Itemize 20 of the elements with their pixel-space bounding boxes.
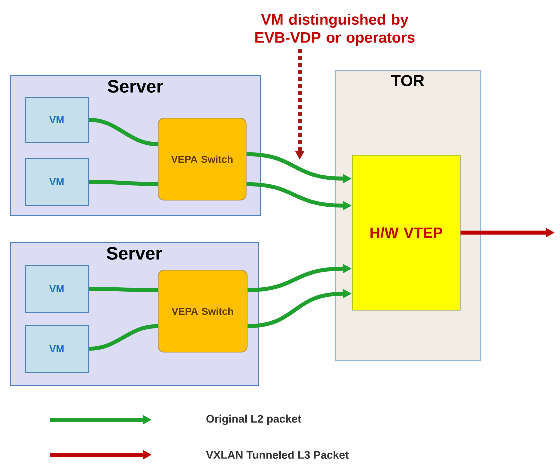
box-label: Server xyxy=(108,80,164,93)
legend-label: Original L2 packet xyxy=(206,414,302,426)
box-label: VM xyxy=(50,116,64,124)
vm-box xyxy=(25,158,89,206)
box-label: VM xyxy=(50,286,64,292)
box-label: Server xyxy=(107,247,162,260)
annotation-text: VM distinguished by EVB-VDP or operators xyxy=(256,14,415,46)
vm-box xyxy=(25,265,89,313)
switch-box xyxy=(158,270,248,353)
vtep-box xyxy=(352,155,461,311)
box-label: VM xyxy=(50,346,64,352)
box-label: VM xyxy=(50,178,64,186)
legend-label: VXLAN Tunneled L3 Packet xyxy=(206,450,349,460)
switch-box xyxy=(158,118,247,201)
box-label: TOR xyxy=(391,75,424,87)
box-label: VEPA Switch xyxy=(171,156,233,164)
box-label: VEPA Switch xyxy=(172,308,234,316)
vm-box xyxy=(25,97,89,143)
box-label: H/W VTEP xyxy=(370,227,443,238)
vm-box xyxy=(25,325,89,373)
